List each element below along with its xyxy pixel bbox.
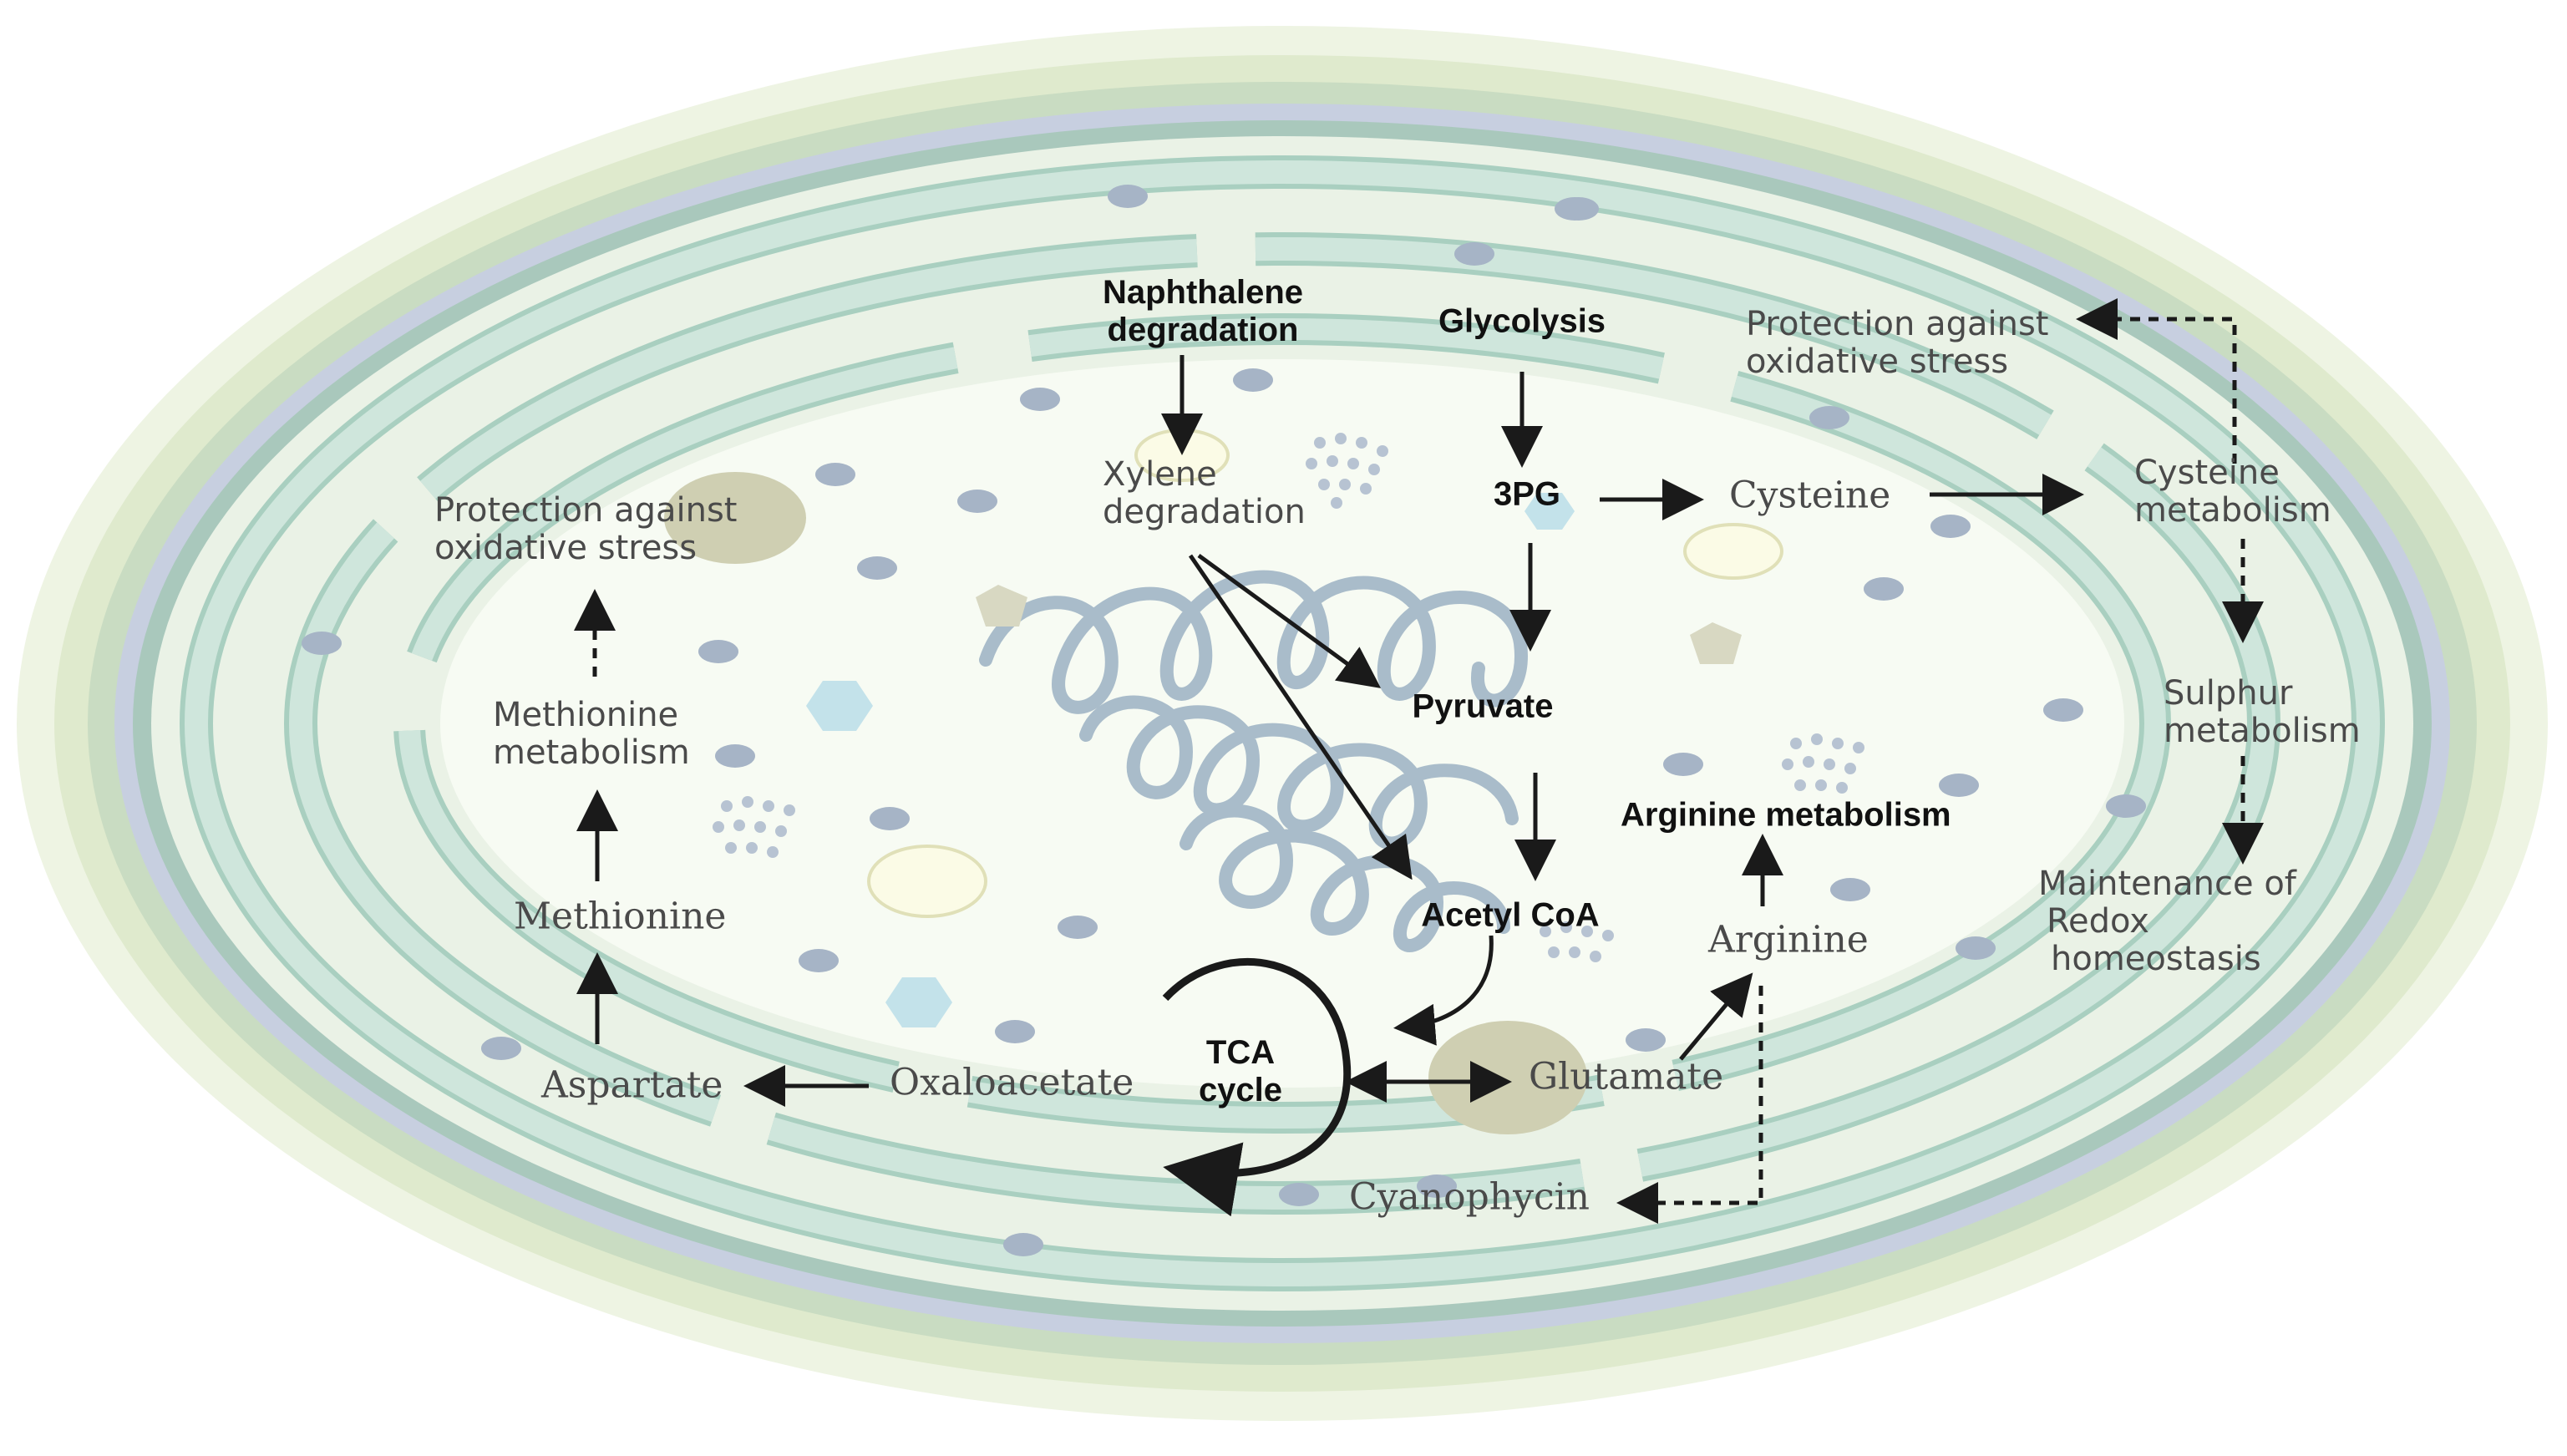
arrow-cysteine-protection bbox=[2076, 298, 2237, 464]
label-arginine: Arginine bbox=[1707, 919, 1869, 961]
label-acetyl-coa: Acetyl CoA bbox=[1421, 897, 1599, 934]
arrow-xylene-pyruvate bbox=[1197, 553, 1382, 688]
label-aspartate: Aspartate bbox=[540, 1064, 723, 1107]
label-glycolysis: Glycolysis bbox=[1438, 303, 1606, 340]
label-cyanophycin: Cyanophycin bbox=[1349, 1176, 1590, 1219]
carboxysomes bbox=[806, 493, 1742, 1027]
label-arginine-metabolism: Arginine metabolism bbox=[1621, 797, 1951, 834]
label-oxaloacetate: Oxaloacetate bbox=[890, 1062, 1134, 1104]
label-methionine: Methionine bbox=[514, 895, 726, 938]
label-3pg: 3PG bbox=[1494, 476, 1560, 513]
arrow-glutamate-arginine bbox=[1679, 972, 1753, 1061]
pathway-arrows bbox=[576, 355, 2084, 1107]
label-glutamate: Glutamate bbox=[1529, 1056, 1723, 1098]
dashed-arrows bbox=[574, 298, 2264, 1224]
label-pyruvate: Pyruvate bbox=[1413, 688, 1554, 725]
arrow-xylene-acetylcoa bbox=[1188, 554, 1413, 880]
tca-cycle-arrow bbox=[1162, 958, 1352, 1217]
glycogen-granules bbox=[302, 185, 2146, 1256]
granule-clusters bbox=[713, 433, 1864, 962]
cytoplasm bbox=[440, 359, 2124, 1088]
arrow-acetylcoa-tca bbox=[1393, 935, 1494, 1046]
label-cysteine: Cysteine bbox=[1729, 474, 1890, 517]
